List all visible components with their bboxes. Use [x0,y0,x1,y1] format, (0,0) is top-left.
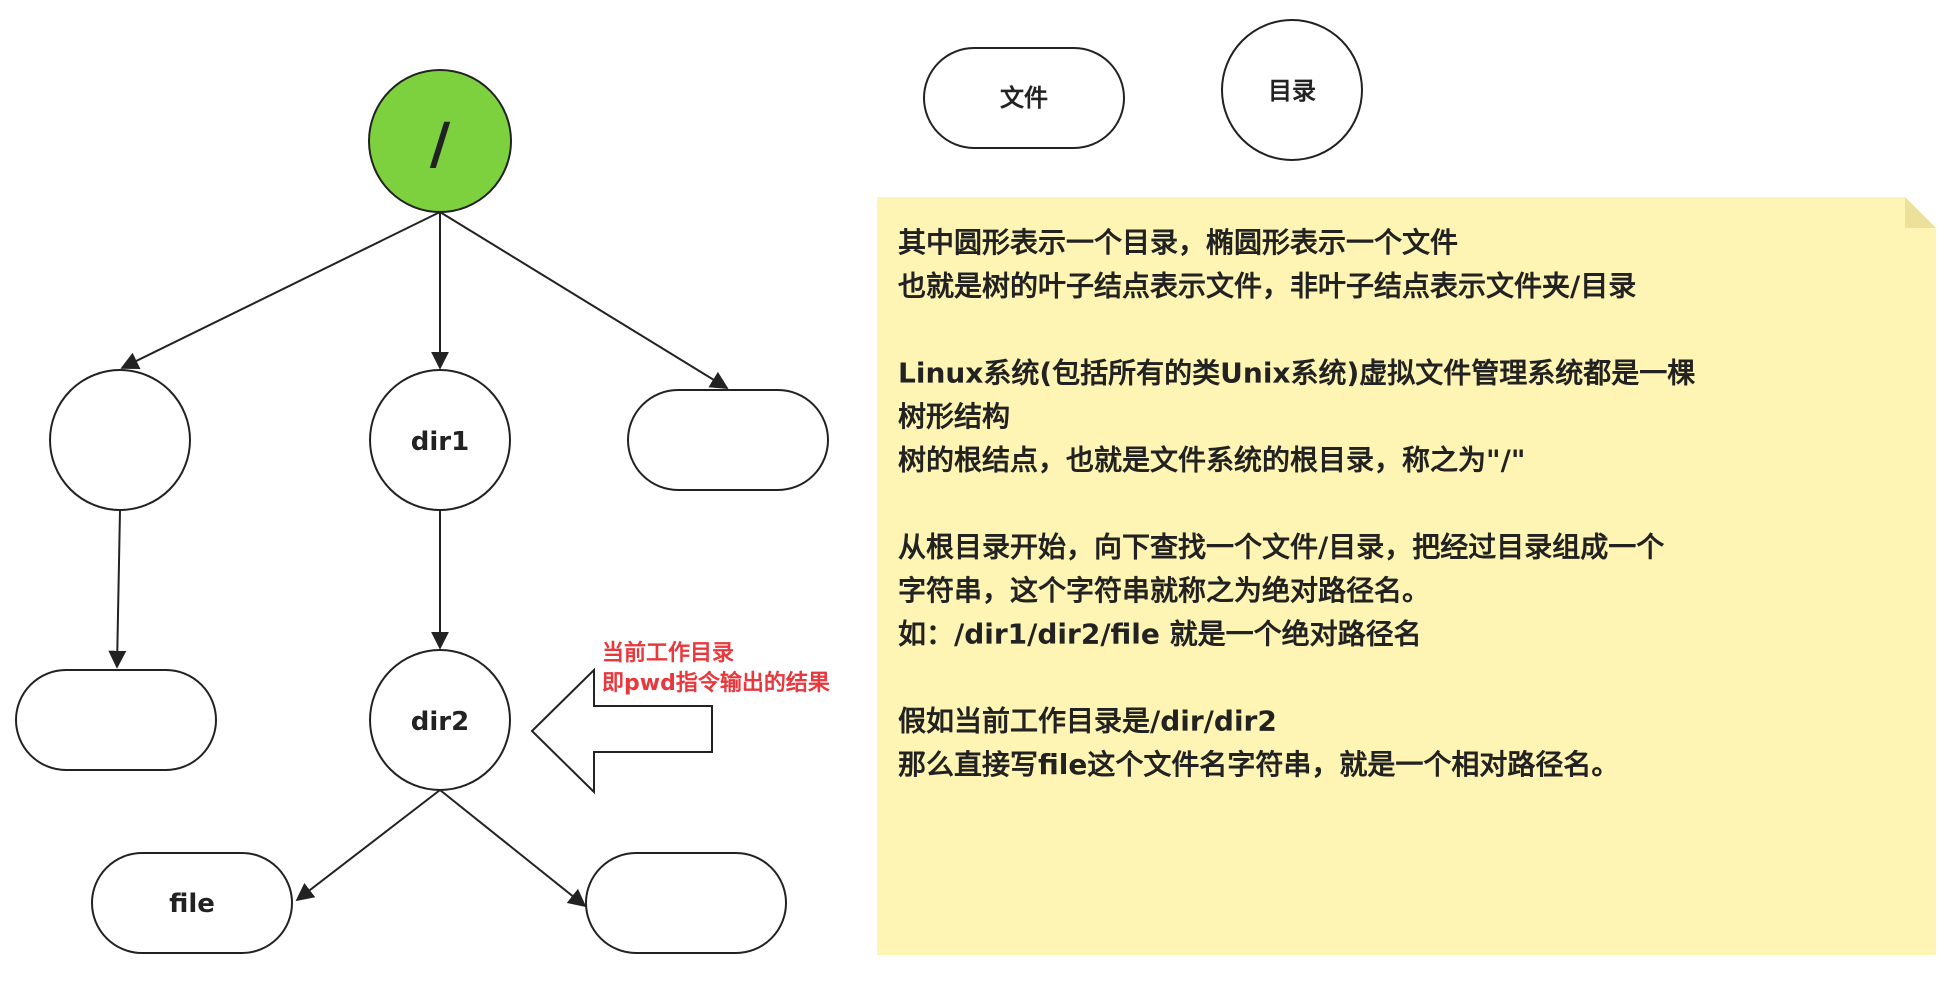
edge-dir2-file [295,789,441,902]
legend-dir-shape [1221,19,1363,161]
edge-root-right-file [439,211,729,389]
current-dir-annotation-line2: 即pwd指令输出的结果 [602,670,830,696]
edge-dir2-right-file [439,789,587,908]
file-label: file [169,889,215,919]
note-line-3: Linux系统(包括所有的类Unix系统)虚拟文件管理系统都是一棵 [898,357,1695,390]
note-line-8: 字符串，这个字符串就称之为绝对路径名。 [898,574,1430,607]
note-line-4: 树形结构 [898,400,1010,433]
sticky-note-text: 其中圆形表示一个目录，椭圆形表示一个文件也就是树的叶子结点表示文件，非叶子结点表… [898,226,1695,781]
edge-left-dir-left-file [108,509,127,669]
dir1-node [369,369,511,511]
edge-root-left-dir [120,211,441,369]
file-node [91,852,293,954]
note-line-9: 如：/dir1/dir2/file 就是一个绝对路径名 [898,618,1422,651]
note-line-1: 也就是树的叶子结点表示文件，非叶子结点表示文件夹/目录 [898,270,1636,303]
note-line-5: 树的根结点，也就是文件系统的根目录，称之为"/" [898,444,1525,477]
right-file-node [627,389,829,491]
root-dir-node [368,69,512,213]
note-line-0: 其中圆形表示一个目录，椭圆形表示一个文件 [898,226,1458,259]
legend-file-shape [923,47,1125,149]
right-leaf-file-node [585,852,787,954]
dir2-label: dir2 [411,707,469,737]
current-dir-pointer-arrow [530,667,713,795]
note-line-11: 假如当前工作目录是/dir/dir2 [898,705,1277,738]
current-dir-annotation-line1: 当前工作目录 [602,640,734,666]
legend-file-label: 文件 [1000,84,1048,112]
sticky-note [877,197,1936,955]
note-line-7: 从根目录开始，向下查找一个文件/目录，把经过目录组成一个 [898,531,1665,564]
left-dir-node [49,369,191,511]
dir2-node [369,649,511,791]
left-file-node [15,669,217,771]
sticky-note-fold [1905,197,1936,228]
note-line-12: 那么直接写file这个文件名字符串，就是一个相对路径名。 [898,748,1619,781]
dir1-label: dir1 [411,427,469,457]
legend-dir-label: 目录 [1268,77,1316,105]
root-dir-label: / [430,112,451,177]
